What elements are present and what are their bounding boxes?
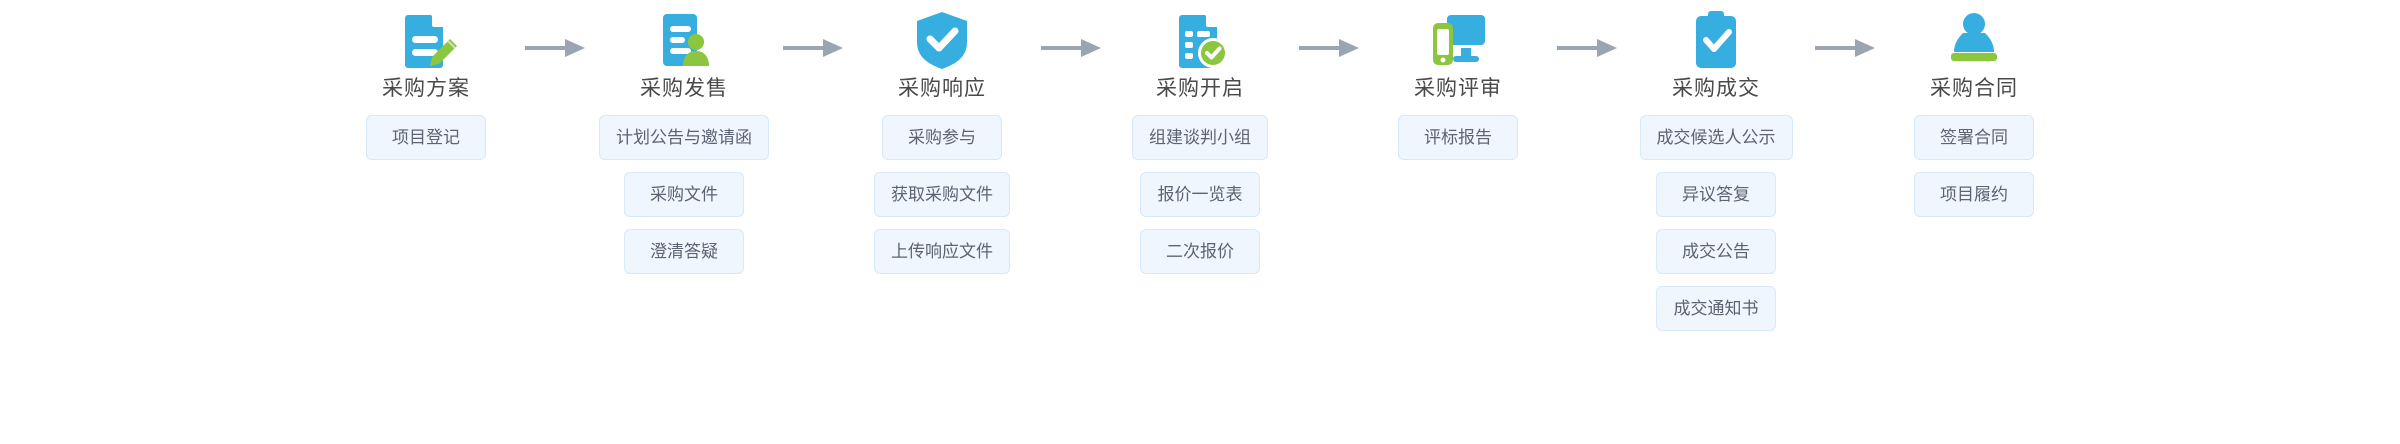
stage-task-list: 评标报告	[1369, 115, 1547, 160]
task-button[interactable]: 采购参与	[882, 115, 1002, 160]
flow-arrow-icon	[1289, 16, 1369, 80]
flow-arrow-icon	[1031, 16, 1111, 80]
task-button[interactable]: 获取采购文件	[874, 172, 1010, 217]
flow-arrow-icon	[1805, 16, 1885, 80]
task-button[interactable]: 成交候选人公示	[1639, 115, 1793, 160]
document-person-icon	[653, 8, 715, 72]
stamp-icon	[1943, 8, 2005, 72]
stage-task-list: 签署合同项目履约	[1885, 115, 2063, 217]
flow-arrow-icon	[515, 16, 595, 80]
stage-title: 采购开启	[1156, 77, 1244, 100]
task-button[interactable]: 项目履约	[1914, 172, 2034, 217]
task-button[interactable]: 成交公告	[1656, 229, 1776, 274]
task-button[interactable]: 异议答复	[1656, 172, 1776, 217]
flow-arrow-icon	[773, 16, 853, 80]
task-button[interactable]: 采购文件	[624, 172, 744, 217]
monitor-review-icon	[1427, 8, 1489, 72]
stage-task-list: 成交候选人公示异议答复成交公告成交通知书	[1627, 115, 1805, 331]
flow-stage: 采购开启组建谈判小组报价一览表二次报价	[1111, 8, 1289, 274]
stage-task-list: 计划公告与邀请函采购文件澄清答疑	[595, 115, 773, 274]
stage-task-list: 组建谈判小组报价一览表二次报价	[1111, 115, 1289, 274]
task-button[interactable]: 组建谈判小组	[1132, 115, 1268, 160]
flow-stage: 采购成交成交候选人公示异议答复成交公告成交通知书	[1627, 8, 1805, 331]
flow-stage: 采购评审评标报告	[1369, 8, 1547, 160]
stage-task-list: 项目登记	[337, 115, 515, 160]
stage-title: 采购发售	[640, 77, 728, 100]
stage-title: 采购成交	[1672, 77, 1760, 100]
stage-task-list: 采购参与获取采购文件上传响应文件	[853, 115, 1031, 274]
flow-stage: 采购响应采购参与获取采购文件上传响应文件	[853, 8, 1031, 274]
stage-title: 采购评审	[1414, 77, 1502, 100]
flow-stage: 采购合同签署合同项目履约	[1885, 8, 2063, 217]
task-button[interactable]: 项目登记	[366, 115, 486, 160]
task-button[interactable]: 评标报告	[1398, 115, 1518, 160]
task-button[interactable]: 报价一览表	[1140, 172, 1260, 217]
folder-check-icon	[1169, 8, 1231, 72]
task-button[interactable]: 签署合同	[1914, 115, 2034, 160]
task-button[interactable]: 成交通知书	[1656, 286, 1776, 331]
stage-title: 采购合同	[1930, 77, 2018, 100]
flow-stage: 采购发售计划公告与邀请函采购文件澄清答疑	[595, 8, 773, 274]
flow-arrow-icon	[1547, 16, 1627, 80]
task-button[interactable]: 澄清答疑	[624, 229, 744, 274]
shield-check-icon	[911, 8, 973, 72]
stage-title: 采购响应	[898, 77, 986, 100]
document-pencil-icon	[395, 8, 457, 72]
flow-stage: 采购方案项目登记	[337, 8, 515, 160]
clipboard-check-icon	[1685, 8, 1747, 72]
task-button[interactable]: 计划公告与邀请函	[599, 115, 769, 160]
task-button[interactable]: 上传响应文件	[874, 229, 1010, 274]
stage-title: 采购方案	[382, 77, 470, 100]
task-button[interactable]: 二次报价	[1140, 229, 1260, 274]
